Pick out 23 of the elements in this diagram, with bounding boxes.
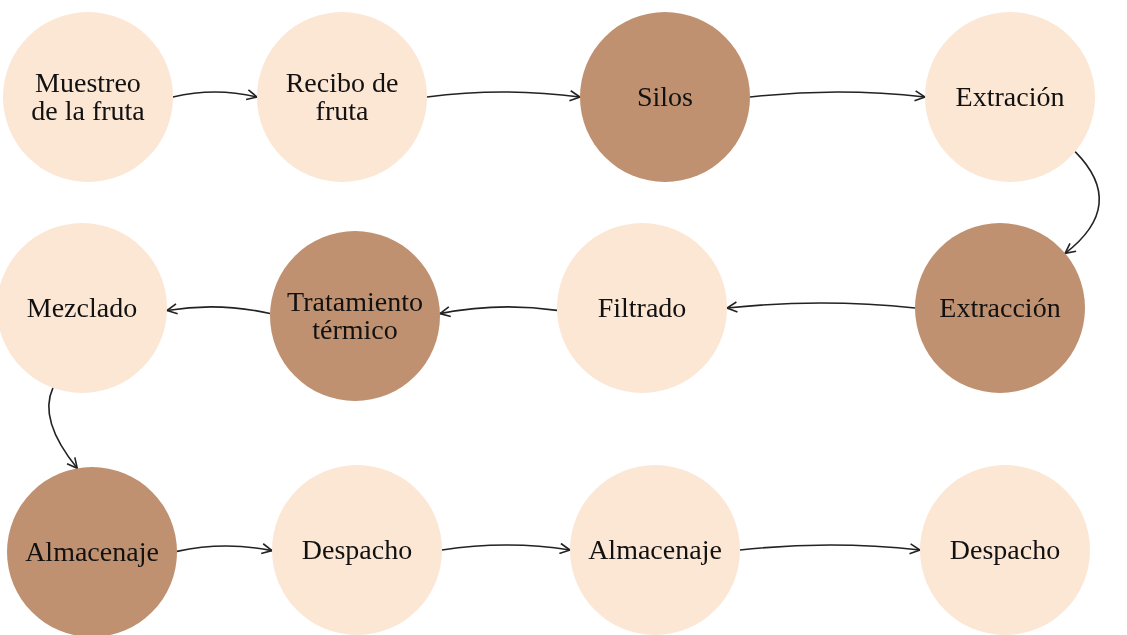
arrow — [739, 543, 921, 555]
arrow — [1064, 150, 1100, 255]
step-label: Extración — [955, 83, 1065, 111]
step-label: Tratamiento térmico — [286, 288, 424, 344]
step-label: Recibo de fruta — [284, 69, 400, 125]
step-label: Silos — [637, 83, 693, 111]
arrow — [441, 542, 571, 555]
step-label: Despacho — [949, 536, 1061, 564]
step-label: Extracción — [939, 294, 1061, 322]
step-label: Despacho — [301, 536, 413, 564]
arrow — [426, 90, 581, 102]
arrow — [439, 306, 558, 318]
step-label: Muestreo de la fruta — [30, 69, 146, 125]
step-label: Almacenaje — [588, 536, 722, 564]
step-label: Almacenaje — [25, 538, 159, 566]
step-label: Filtrado — [597, 294, 687, 322]
arrow — [176, 543, 273, 555]
arrow — [172, 89, 258, 101]
arrow — [749, 90, 926, 102]
arrow — [726, 301, 916, 313]
step-label: Mezclado — [26, 294, 138, 322]
arrow — [48, 387, 79, 470]
arrow — [166, 303, 271, 315]
